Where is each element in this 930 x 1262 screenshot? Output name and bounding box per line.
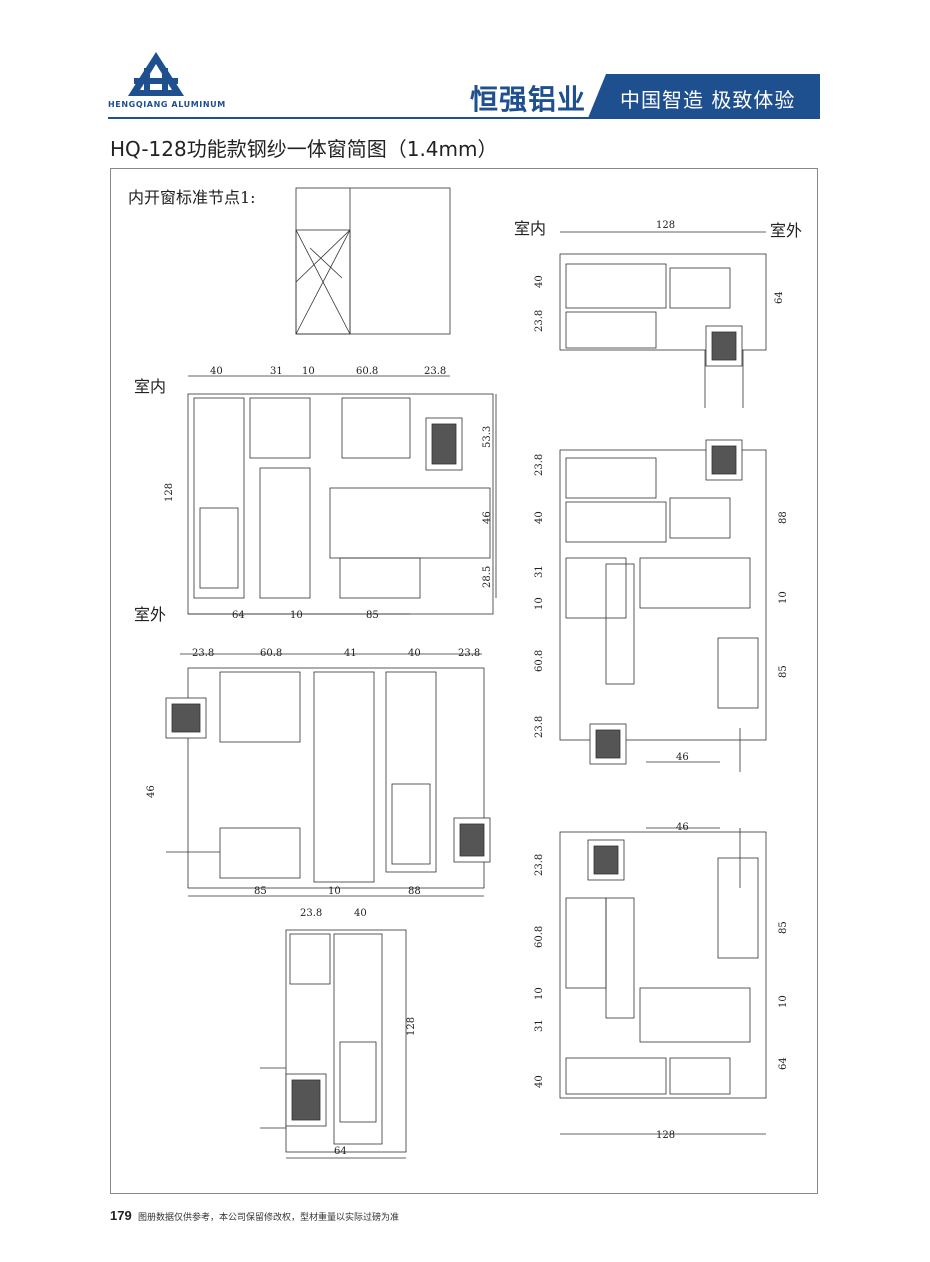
dim-midl-top-3: 40 — [408, 648, 421, 659]
page-title: HQ-128功能款钢纱一体窗简图（1.4mm） — [110, 137, 498, 161]
slogan-banner — [588, 74, 820, 118]
label-outdoor-main: 室外 — [134, 605, 166, 624]
dim-botl-bottom: 64 — [334, 1146, 347, 1157]
dim-main-top-2: 10 — [302, 366, 315, 377]
dim-botr-right-0: 85 — [778, 921, 789, 934]
dim-main-right-1: 46 — [482, 511, 493, 524]
dim-midr-left-0: 23.8 — [534, 454, 545, 476]
dim-top-right-h2: 23.8 — [534, 310, 545, 332]
technical-drawing: 室内 室外 室内 室外 128 40 23.8 64 40 31 10 60.8… — [134, 187, 802, 1159]
dim-midr-left-4: 60.8 — [534, 650, 545, 672]
dim-midr-left-5: 23.8 — [534, 716, 545, 738]
dim-botl-top-0: 23.8 — [300, 908, 322, 919]
dim-midl-top-4: 23.8 — [458, 648, 480, 659]
dim-main-bottom-2: 85 — [366, 610, 379, 621]
dim-botr-left-2: 10 — [534, 987, 545, 1000]
dim-botl-right: 128 — [406, 1017, 417, 1036]
section-mid-right — [559, 439, 767, 772]
label-indoor-main: 室内 — [134, 377, 166, 396]
dim-midr-right-2: 85 — [778, 665, 789, 678]
drawing-frame — [110, 168, 818, 1194]
dim-botr-left-0: 23.8 — [534, 854, 545, 876]
dim-main-right-2: 28.5 — [482, 566, 493, 588]
dim-main-bottom-1: 10 — [290, 610, 303, 621]
hengqiang-logo-icon — [128, 52, 184, 96]
dim-midr-left-3: 10 — [534, 597, 545, 610]
dim-midl-bottom-2: 88 — [408, 886, 421, 897]
dim-botr-top: 46 — [676, 822, 689, 833]
dim-midl-top-2: 41 — [344, 648, 357, 659]
label-outdoor-top: 室外 — [770, 221, 802, 240]
section-bottom-left — [260, 929, 407, 1159]
dim-main-bottom-0: 64 — [232, 610, 245, 621]
dim-main-right-0: 53.3 — [482, 426, 493, 448]
dim-midl-top-0: 23.8 — [192, 648, 214, 659]
dim-main-top-4: 23.8 — [424, 366, 446, 377]
label-indoor-top: 室内 — [514, 219, 546, 238]
dim-main-top-1: 31 — [270, 366, 283, 377]
dim-botr-right-1: 10 — [778, 995, 789, 1008]
brand-name: 恒强铝业 — [470, 83, 587, 116]
dim-midl-top-1: 60.8 — [260, 648, 282, 659]
section-bottom-right — [559, 827, 767, 1135]
dim-midl-left: 46 — [146, 785, 157, 798]
slogan: 中国智造 极致体验 — [620, 88, 796, 112]
dim-midl-bottom-0: 85 — [254, 886, 267, 897]
dim-main-height: 128 — [164, 483, 175, 502]
window-elevation-sketch — [295, 187, 451, 335]
header-rule — [108, 117, 820, 119]
dim-botr-left-1: 60.8 — [534, 926, 545, 948]
logo-text: HENGQIANG ALUMINUM — [108, 100, 226, 109]
page-number: 179 — [110, 1208, 132, 1223]
dim-midr-right-1: 10 — [778, 591, 789, 604]
node-label: 内开窗标准节点1: — [128, 188, 256, 207]
footer-note: 图册数据仅供参考，本公司保留修改权，型材重量以实际过磅为准 — [138, 1213, 400, 1223]
dim-botr-left-4: 40 — [534, 1075, 545, 1088]
dim-main-top-3: 60.8 — [356, 366, 378, 377]
dim-midr-right-0: 88 — [778, 511, 789, 524]
dim-botr-bottom: 128 — [656, 1130, 675, 1141]
section-top-right — [559, 231, 767, 408]
dim-midr-left-1: 40 — [534, 511, 545, 524]
dim-main-top-0: 40 — [210, 366, 223, 377]
section-main-left — [187, 375, 497, 615]
dim-midl-bottom-1: 10 — [328, 886, 341, 897]
dim-top-right-h: 40 — [534, 275, 545, 288]
dim-midr-bottom: 46 — [676, 752, 689, 763]
dim-top-right-rh: 64 — [774, 291, 785, 304]
dim-midr-left-2: 31 — [534, 565, 545, 578]
section-mid-left — [165, 653, 491, 897]
dim-botr-left-3: 31 — [534, 1019, 545, 1032]
dim-botl-top-1: 40 — [354, 908, 367, 919]
dim-botr-right-2: 64 — [778, 1057, 789, 1070]
dim-top-right-width: 128 — [656, 220, 675, 231]
